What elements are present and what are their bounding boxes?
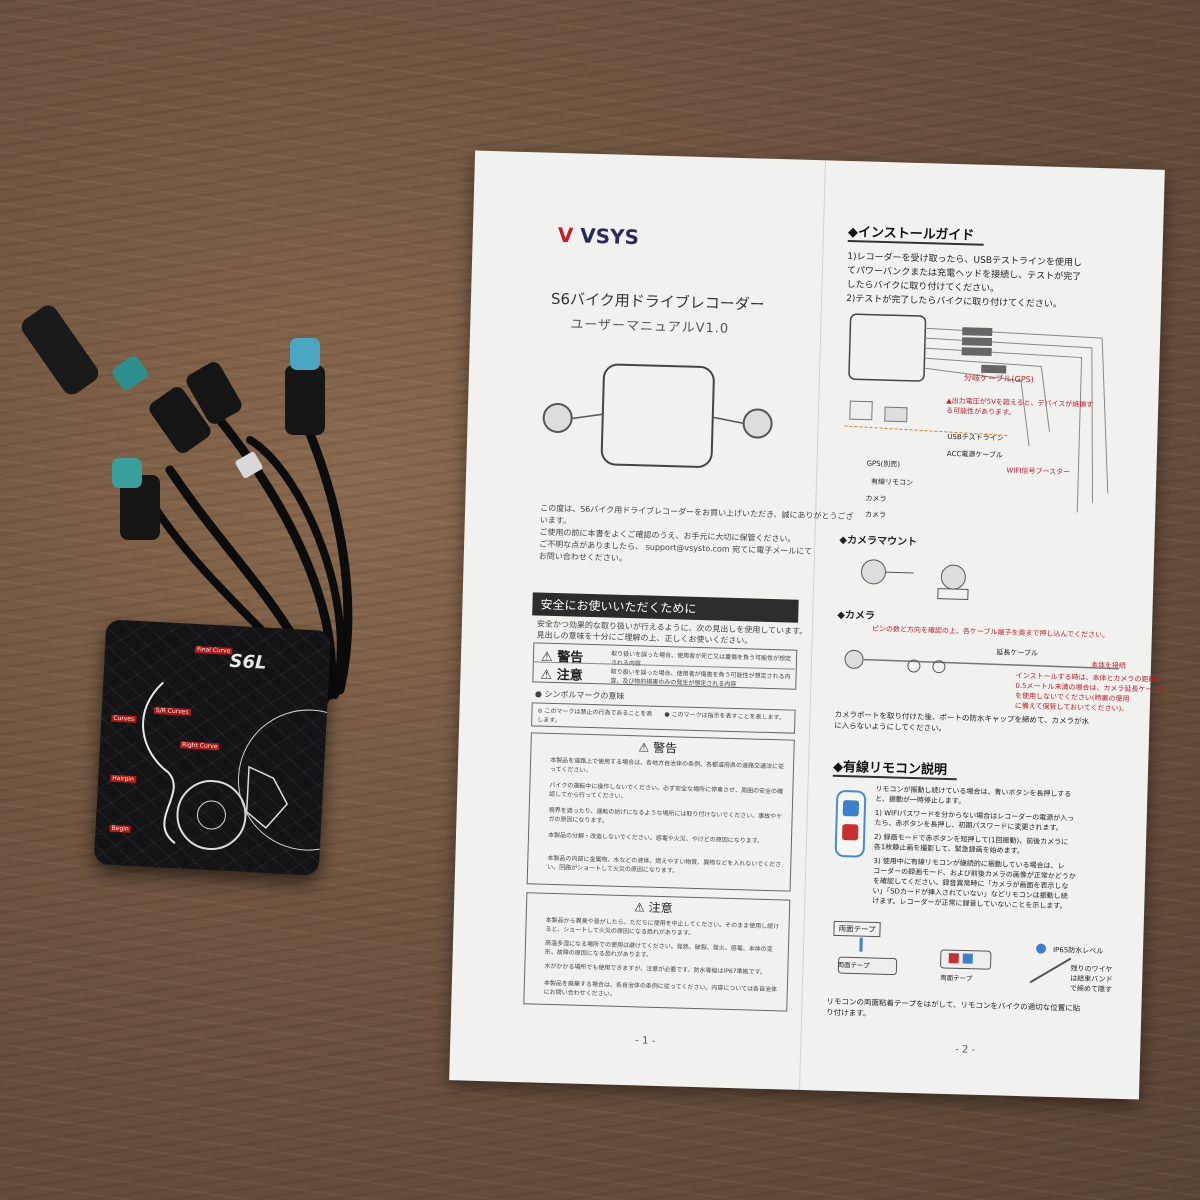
- wiring-diagram: [844, 313, 1109, 513]
- diagram-label-camera-1: カメラ: [865, 494, 887, 504]
- motorcycle-rider-graphic: [245, 765, 289, 829]
- manual-page-1: V VSYS S6バイク用ドライブレコーダー ユーザーマニュアルV1.0 この度…: [475, 151, 1165, 1047]
- device-model-label: S6L: [228, 650, 268, 674]
- symbol-marks-heading: ● シンボルマークの意味: [534, 689, 625, 701]
- ip65-label: IP65防水レベル: [1052, 945, 1104, 956]
- remote-guide-header: ◆有線リモコン説明: [832, 755, 958, 781]
- intro-line: います。: [539, 515, 572, 526]
- install-guide-header: ◆インストールガイド: [847, 220, 985, 246]
- connector-body-4: [120, 475, 160, 540]
- race-track-graphic: [142, 681, 332, 851]
- wheel-graphic: [176, 780, 247, 851]
- caution-label: ⚠ 注意: [540, 667, 583, 684]
- connector-long-tip: [112, 356, 148, 390]
- safety-header: 安全にお使いいただくために: [532, 592, 799, 623]
- double-tape-label: 両面テープ: [833, 920, 881, 938]
- diagram-label-wired-remote: 有線リモコン: [870, 477, 914, 487]
- page-number-1: - 1 -: [635, 1035, 656, 1047]
- remote-illustration: [834, 790, 867, 858]
- diagram-label-acc-cable: ACC電源ケーブル: [946, 449, 1003, 460]
- track-label: Begin: [109, 824, 131, 833]
- warning-section-title: ⚠ 警告: [638, 740, 678, 756]
- camera-cable-illustration: [844, 649, 1119, 674]
- connector-cap-teal: [112, 458, 142, 488]
- dashcam-recorder-unit: S6L Final Curve S/R Curves Curves Right …: [93, 619, 332, 876]
- diagram-label-gps-cable: 分岐ケーブル(GPS): [963, 373, 1034, 385]
- diagram-label-camera-2: カメラ: [864, 510, 887, 520]
- product-illustration: [542, 363, 773, 468]
- cable-5: [246, 436, 345, 699]
- caution-description: 取り扱いを誤った場合、使用者が傷害を負う可能性が想定される内容、及び物的損害のみ…: [610, 668, 791, 689]
- connector-cap-blue: [290, 338, 320, 370]
- prohibit-mark-text: ⊘ このマークは禁止の行為であることを表します。: [537, 707, 653, 725]
- remote-footer-line: り付けます。: [826, 1007, 871, 1018]
- camera-port-note: に入らないようにしてください。: [834, 720, 947, 733]
- manual-subtitle: ユーザーマニュアルV1.0: [570, 317, 730, 337]
- cable-3: [295, 405, 353, 695]
- diagram-label-usb-test: USBテストライン: [947, 432, 1004, 443]
- page-number-2: - 2 -: [955, 1044, 976, 1056]
- manual-page-2: ◆インストールガイド 1)レコーダーを受け取ったら、USBテストラインを使用し …: [475, 151, 1166, 1056]
- diagram-voltage-warning: ▲出力電圧が5Vを超えると、デバイスが焼損する可能性があります。: [945, 396, 1094, 417]
- user-manual-sheet: V VSYS S6バイク用ドライブレコーダー ユーザーマニュアルV1.0 この度…: [449, 150, 1166, 1100]
- tape-label: 両面テープ: [837, 960, 870, 970]
- connector-body-3: [285, 365, 325, 435]
- caution-section-title: ⚠ 注意: [633, 900, 673, 916]
- remote-line: と、振動が一時停止します。: [875, 794, 966, 806]
- wire-note-line: で締めて隠す: [1069, 984, 1113, 994]
- manual-title: S6バイク用ドライブレコーダー: [550, 289, 765, 314]
- connector-long: [21, 305, 99, 395]
- camera-mount-illustration: [861, 559, 969, 600]
- install-note-line: に備えて保管しておいてください)。: [1014, 701, 1129, 714]
- diagram-label-wifi-booster: WIFI信号ブースター: [1006, 466, 1071, 477]
- diagram-label-gps-sold: GPS(別売): [866, 459, 901, 469]
- connector-body-2: [186, 362, 242, 424]
- tape-label-2: 両面テープ: [940, 973, 973, 983]
- intro-line: お問い合わせください。: [538, 551, 627, 563]
- cable-label-tag: [235, 451, 263, 479]
- camera-heading: ◆カメラ: [837, 609, 876, 622]
- camera-connection-note: ピンの数と方向を確認の上、各ケーブル端子を奥まで押し込んでください。: [871, 624, 1110, 640]
- intro-line: この度は、S6バイク用ドライブレコーダーをお買い上げいただき、誠にありがとうござ: [540, 503, 854, 522]
- track-label: Hairpin: [110, 774, 137, 784]
- track-label: Curves: [111, 714, 137, 723]
- brand-logo: V VSYS: [557, 222, 640, 250]
- remote-mount-illustration: [837, 937, 1072, 984]
- connector-body-1: [149, 387, 211, 453]
